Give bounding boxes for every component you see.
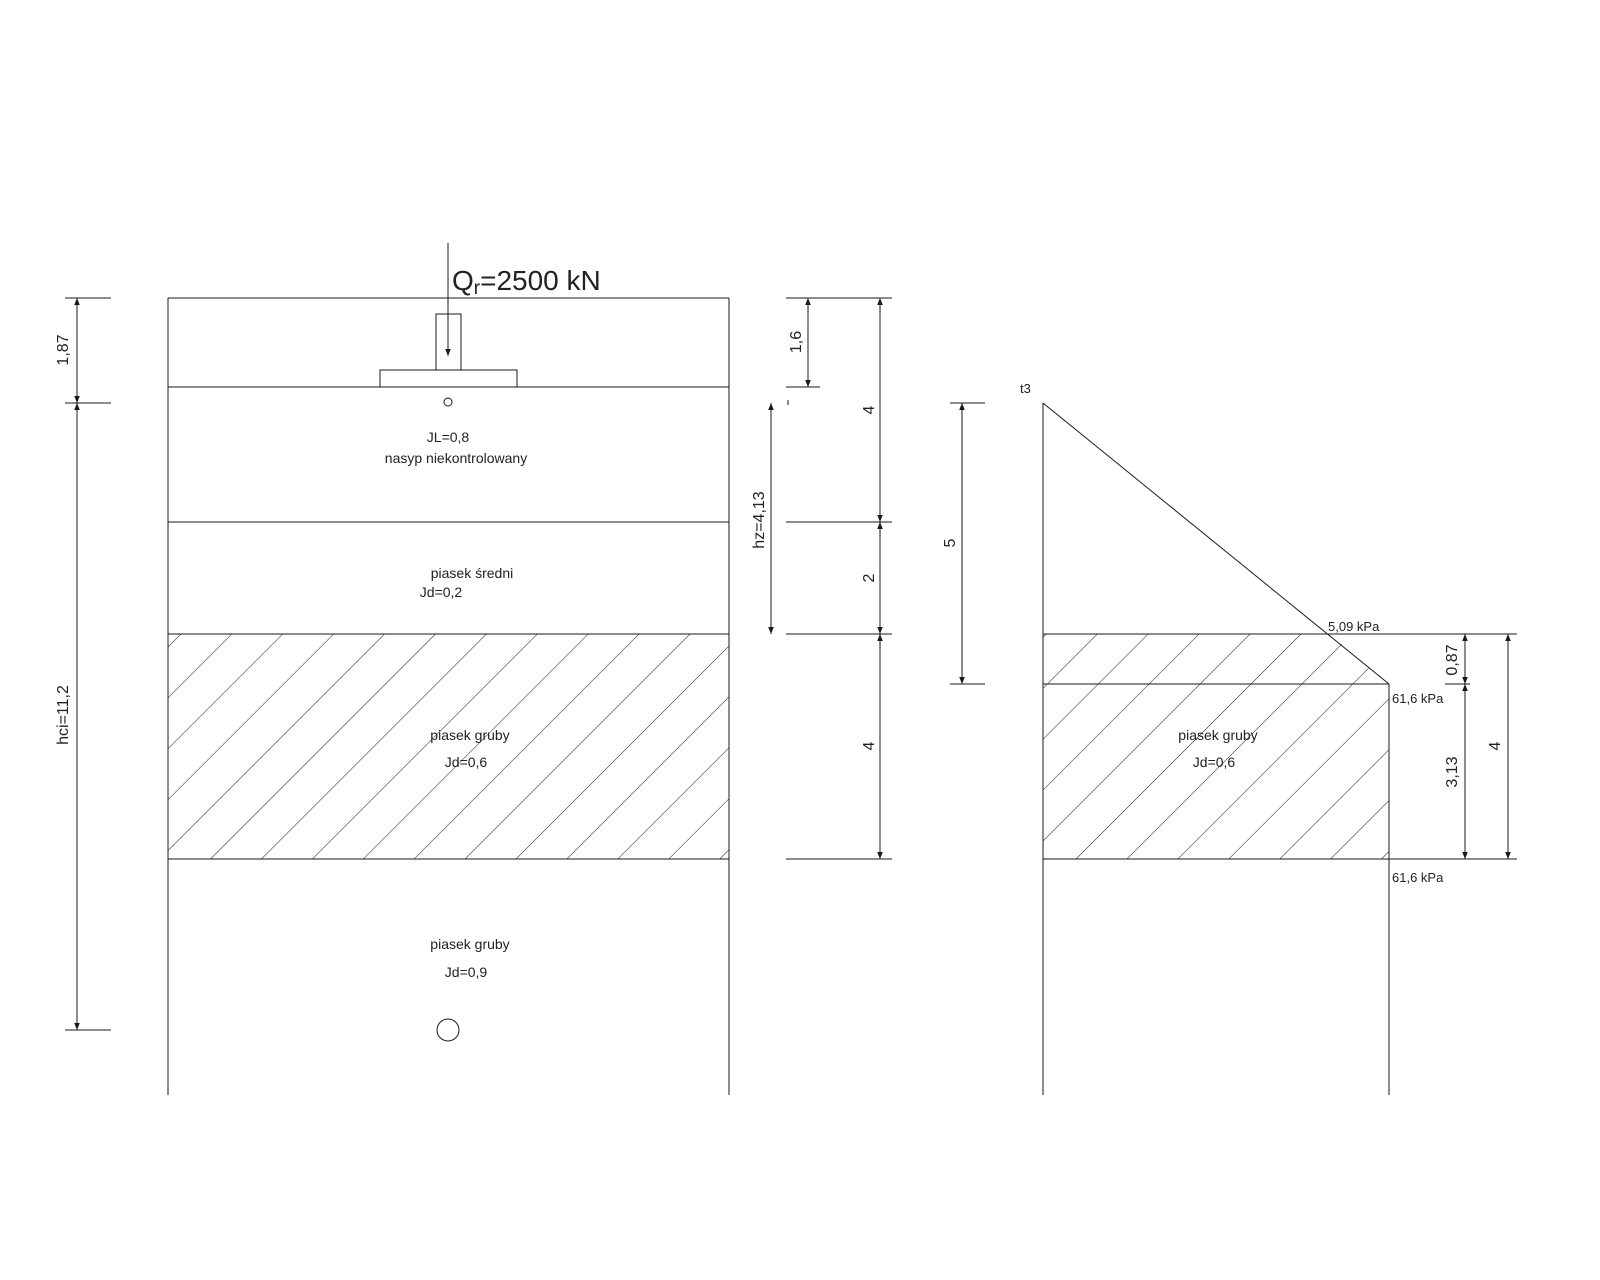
layer4-line1: piasek gruby bbox=[430, 936, 509, 952]
layer2-line2: Jd=0,2 bbox=[420, 584, 463, 600]
hatched-layer-right bbox=[1043, 634, 1389, 859]
layer3-line1: piasek gruby bbox=[430, 727, 509, 743]
dim-4-bottom: 4 bbox=[861, 741, 878, 750]
hatched-layer-left bbox=[168, 634, 729, 859]
layer1-line2: nasyp niekontrolowany bbox=[385, 450, 527, 466]
large-marker-circle bbox=[436, 1018, 460, 1042]
stress-value-1: 5,09 kPa bbox=[1328, 619, 1380, 634]
layer4-line2: Jd=0,9 bbox=[445, 964, 488, 980]
soil-profile-left: Qr=2500 kN JL=0,8 nasyp niekontrolowany … bbox=[167, 243, 730, 1095]
stress-diagram-right: 5 t3 5,09 kPa 61,6 kPa 61,6 kPa piasek g… bbox=[942, 381, 1517, 1095]
dim-4-right: 4 bbox=[1487, 741, 1504, 750]
middle-dimensions: 1,6 4 hz=4,13 2 4 bbox=[751, 297, 892, 860]
right-layer-line1: piasek gruby bbox=[1178, 727, 1257, 743]
right-layer-line2: Jd=0,6 bbox=[1193, 754, 1236, 770]
dim-hz: hz=4,13 bbox=[751, 491, 768, 548]
dim-4-top: 4 bbox=[861, 405, 878, 414]
layer2-line1: piasek średni bbox=[431, 565, 514, 581]
dim-top-left: 1,87 bbox=[55, 334, 72, 365]
dim-3-13: 3,13 bbox=[1444, 756, 1461, 787]
load-label: Qr=2500 kN bbox=[452, 265, 601, 299]
dim-2: 2 bbox=[861, 573, 878, 582]
layer3-line2: Jd=0,6 bbox=[445, 754, 488, 770]
point-t3: t3 bbox=[1020, 381, 1031, 396]
dim-0-87: 0,87 bbox=[1444, 644, 1461, 675]
layer1-line1: JL=0,8 bbox=[427, 429, 470, 445]
left-dimensions: 1,87 hci=11,2 bbox=[55, 297, 111, 1031]
footing-slab bbox=[379, 369, 518, 388]
dim-5: 5 bbox=[942, 538, 959, 547]
dim-1-6: 1,6 bbox=[788, 331, 805, 353]
stress-value-2: 61,6 kPa bbox=[1392, 691, 1444, 706]
dim-hci: hci=11,2 bbox=[55, 685, 72, 745]
small-marker-circle bbox=[443, 397, 453, 407]
stress-value-3: 61,6 kPa bbox=[1392, 870, 1444, 885]
